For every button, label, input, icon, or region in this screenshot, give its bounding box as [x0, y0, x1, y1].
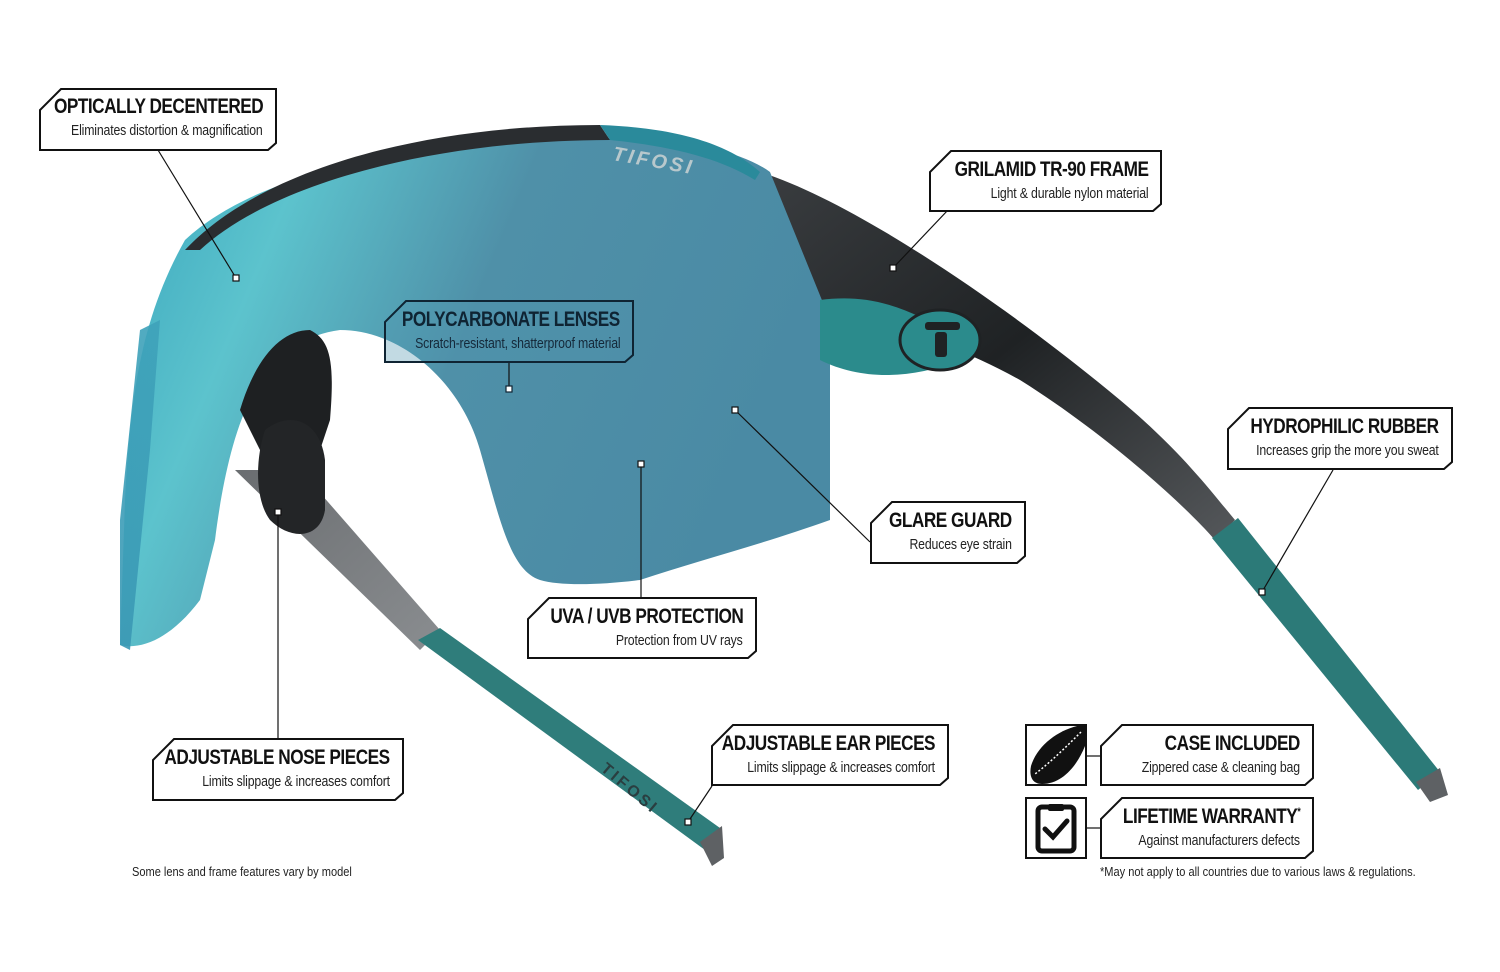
right-temple-arm: [760, 172, 1448, 802]
callout-subtitle: Limits slippage & increases comfort: [202, 773, 390, 790]
footnote-warranty-disclaimer: *May not apply to all countries due to v…: [1100, 864, 1416, 879]
callout-frame: [39, 88, 277, 151]
callout-frame: [527, 597, 757, 659]
callout-frame: [870, 501, 1026, 564]
callout-frame: [1100, 724, 1314, 786]
callout-hydrophilic-rubber: HYDROPHILIC RUBBER Increases grip the mo…: [1227, 407, 1453, 470]
callout-adjustable-nose-pieces: ADJUSTABLE NOSE PIECES Limits slippage &…: [152, 738, 404, 801]
leader-lines: [157, 149, 1334, 829]
callout-title: POLYCARBONATE LENSES: [402, 308, 620, 331]
callout-adjustable-ear-pieces: ADJUSTABLE EAR PIECES Limits slippage & …: [711, 724, 949, 786]
callout-subtitle: Scratch-resistant, shatterproof material: [414, 335, 621, 352]
callout-title: ADJUSTABLE NOSE PIECES: [164, 746, 391, 769]
warranty-icon-box: [1025, 797, 1087, 859]
callout-subtitle: Against manufacturers defects: [1138, 832, 1301, 849]
hinge-logo: [820, 298, 982, 375]
callout-subtitle: Increases grip the more you sweat: [1256, 442, 1439, 459]
callout-title: LIFETIME WARRANTY*: [1122, 805, 1301, 829]
callout-title: OPTICALLY DECENTERED: [53, 95, 264, 118]
callout-title: GRILAMID TR-90 FRAME: [954, 158, 1148, 181]
clipboard-check-icon: [1035, 804, 1077, 854]
callout-case-included: CASE INCLUDED Zippered case & cleaning b…: [1100, 724, 1314, 786]
callout-optically-decentered: OPTICALLY DECENTERED Eliminates distorti…: [39, 88, 277, 151]
callout-subtitle: Zippered case & cleaning bag: [1141, 759, 1300, 776]
callout-frame: [929, 150, 1162, 212]
callout-subtitle: Reduces eye strain: [909, 536, 1013, 553]
case-icon: [1030, 726, 1085, 784]
callout-title: HYDROPHILIC RUBBER: [1250, 415, 1440, 438]
callout-lifetime-warranty: LIFETIME WARRANTY* Against manufacturers…: [1100, 797, 1314, 859]
callout-frame: [1227, 407, 1453, 470]
callout-title: UVA / UVB PROTECTION: [550, 605, 743, 628]
callout-subtitle: Limits slippage & increases comfort: [747, 759, 935, 776]
callout-frame: [1100, 797, 1314, 859]
asterisk-mark: *: [1296, 806, 1300, 818]
callout-uva-uvb-protection: UVA / UVB PROTECTION Protection from UV …: [527, 597, 757, 659]
anchor-dots: [232, 264, 1266, 826]
callout-title: ADJUSTABLE EAR PIECES: [721, 732, 936, 755]
callout-grilamid-frame: GRILAMID TR-90 FRAME Light & durable nyl…: [929, 150, 1162, 212]
callout-title-text: LIFETIME WARRANTY: [1122, 805, 1298, 828]
footnote-features-vary: Some lens and frame features vary by mod…: [132, 864, 352, 879]
callout-subtitle: Eliminates distortion & magnification: [71, 122, 263, 139]
callout-frame: [152, 738, 404, 801]
callout-title: GLARE GUARD: [889, 509, 1012, 532]
case-icon-box: [1025, 724, 1087, 786]
callout-subtitle: Protection from UV rays: [616, 632, 743, 649]
nose-pad: [240, 330, 332, 534]
callout-glare-guard: GLARE GUARD Reduces eye strain: [870, 501, 1026, 564]
callout-subtitle: Light & durable nylon material: [990, 185, 1148, 202]
callout-title: CASE INCLUDED: [1164, 732, 1301, 755]
callout-frame: [384, 300, 634, 363]
callout-frame: [711, 724, 949, 786]
callout-polycarbonate-lenses: POLYCARBONATE LENSES Scratch-resistant, …: [384, 300, 634, 363]
lens-shield: [120, 138, 830, 647]
